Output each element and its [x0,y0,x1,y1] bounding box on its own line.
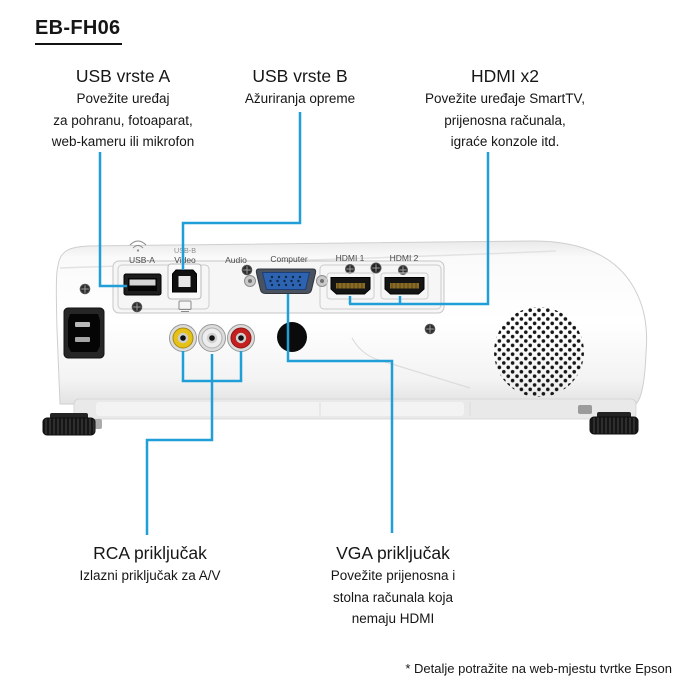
callout-rca-title: RCA priključak [93,543,207,563]
callout-line-rca [145,381,214,535]
footnote: * Detalje potražite na web-mjestu tvrtke… [405,661,672,676]
right-foot [589,412,639,435]
left-foot [42,413,96,436]
screw-icon [131,301,143,313]
callout-hdmi-line: prijenosna računala, [444,112,566,128]
port-label-usb-a: USB-A [129,255,155,265]
callout-hdmi-title: HDMI x2 [470,66,540,86]
callout-line-hdmi [349,152,490,306]
page-title: EB-FH06 [35,17,123,45]
callout-hdmi: HDMI x2 Povežite uređaje SmartTV, prijen… [400,64,610,153]
round-port-hole [277,322,307,352]
screw-icon [79,283,91,295]
callout-usb-a-line: za pohranu, fotoaparat, [53,112,193,128]
callout-vga-title: VGA priključak [336,543,450,563]
rca-video-jack [169,324,197,352]
callout-usb-a-line: web-kameru ili mikrofon [51,134,195,149]
wireless-icon [129,240,147,249]
bottom-strip-inset [96,402,464,416]
vga-pins [269,275,302,287]
hdmi-2-port [380,272,429,300]
power-inlet [63,307,105,359]
screw-icon [370,262,382,274]
port-label-audio: Audio [225,255,247,265]
callout-usb-b-line: Ažuriranja opreme [244,91,356,106]
callout-rca-line: Izlazni priključak za A/V [79,568,221,583]
callout-line-usb-a [98,152,127,288]
port-label-hdmi-1: HDMI 1 [336,253,365,263]
callout-usb-a: USB vrste A Povežite uređaj za pohranu, … [28,64,218,153]
callout-vga-line: stolna računala koja [332,589,454,605]
screw-icons [79,262,436,335]
port-label-video: Video [174,255,196,265]
port-label-usb-b-top: USB-B [174,246,196,255]
vga-face [261,272,311,290]
rca-audio-right-jack [227,324,255,352]
callout-hdmi-line: Povežite uređaje SmartTV, [424,91,586,106]
callout-rca: RCA priključak Izlazni priključak za A/V [55,541,245,587]
monitor-icon [178,300,192,312]
screw-icon [241,264,253,276]
port-label-computer: Computer [270,254,307,264]
callout-hdmi-line: igraće konzole itd. [450,134,560,149]
callout-line-vga [286,294,394,533]
bracket-tab-right [578,405,592,414]
callout-vga: VGA priključak Povežite prijenosna i sto… [298,541,488,630]
screw-icon [424,323,436,335]
projector-image: USB-A USB-B Video Audio Computer HDMI 1 … [42,240,648,436]
rca-audio-left-jack [198,324,226,352]
callout-usb-a-title: USB vrste A [75,66,171,86]
usb-b-port [167,263,202,300]
speaker-grille [494,307,584,397]
callout-vga-line: Povežite prijenosna i [330,568,456,583]
callout-usb-b: USB vrste B Ažuriranja opreme [210,64,390,110]
vga-port [244,268,328,294]
callout-usb-a-line: Povežite uređaj [76,91,170,106]
usb-a-port [123,273,162,296]
callout-line-usb-b [181,112,302,270]
screw-icon [398,265,408,275]
screw-icon [345,264,355,274]
port-label-hdmi-2: HDMI 2 [390,253,419,263]
callout-lines [98,112,490,535]
callout-vga-line: nemaju HDMI [351,611,435,626]
wireless-icon-dot [136,249,140,252]
callout-usb-b-title: USB vrste B [252,66,348,86]
